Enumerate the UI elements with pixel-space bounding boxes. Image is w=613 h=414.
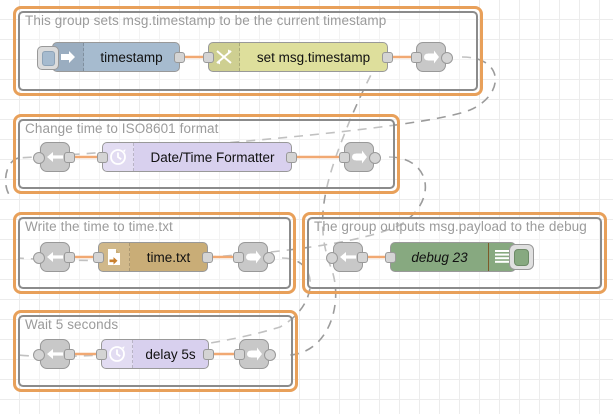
input-port[interactable] [33, 252, 45, 264]
debug-toggle-swatch [514, 248, 529, 266]
node-label: delay 5s [145, 346, 196, 362]
output-port[interactable] [357, 252, 368, 263]
output-port[interactable] [264, 349, 276, 361]
link-out-icon [246, 250, 261, 264]
node-label: timestamp [100, 49, 163, 65]
link-in-icon [47, 349, 63, 359]
group-inner-border [18, 119, 395, 189]
input-port[interactable] [234, 349, 245, 360]
link-out-icon [247, 347, 262, 361]
node-label: Date/Time Formatter [150, 149, 275, 165]
group-debug-output[interactable]: The group outputs msg.payload to the deb… [302, 212, 607, 294]
group-label: This group sets msg.timestamp to be the … [25, 13, 387, 28]
input-port[interactable] [96, 349, 107, 360]
output-port[interactable] [263, 252, 275, 264]
input-port[interactable] [385, 252, 396, 263]
inject-button-swatch [41, 50, 55, 66]
node-inject-timestamp[interactable]: timestamp [37, 42, 185, 72]
node-link-out-1[interactable] [411, 42, 453, 72]
output-port[interactable] [174, 52, 185, 63]
input-port[interactable] [93, 252, 104, 263]
output-port[interactable] [203, 349, 214, 360]
input-port[interactable] [233, 252, 244, 263]
input-port[interactable] [33, 152, 45, 164]
input-port[interactable] [326, 252, 338, 264]
group-label: Wait 5 seconds [25, 317, 119, 332]
node-link-out-3[interactable] [233, 242, 275, 272]
node-link-in-4[interactable] [326, 242, 368, 272]
input-port[interactable] [97, 152, 108, 163]
debug-stripes-icon [488, 243, 515, 271]
node-label: time.txt [146, 249, 191, 265]
node-link-in-2[interactable] [33, 142, 75, 172]
node-link-in-5[interactable] [33, 339, 75, 369]
group-label: Write the time to time.txt [25, 219, 173, 234]
inject-trigger-button[interactable] [37, 46, 59, 70]
link-in-icon [47, 252, 63, 262]
clock-icon [103, 143, 134, 171]
output-port[interactable] [369, 152, 381, 164]
output-port[interactable] [64, 252, 75, 263]
link-in-icon [47, 152, 63, 162]
input-port[interactable] [33, 349, 45, 361]
node-change-set-timestamp[interactable]: set msg.timestamp [203, 42, 393, 72]
group-label: The group outputs msg.payload to the deb… [314, 219, 587, 234]
output-port[interactable] [441, 52, 453, 64]
link-out-icon [424, 50, 439, 64]
node-label: set msg.timestamp [256, 49, 371, 65]
input-port[interactable] [203, 52, 214, 63]
node-debug[interactable]: debug 23 [385, 242, 534, 272]
group-label: Change time to ISO8601 format [25, 121, 219, 136]
input-port[interactable] [339, 152, 350, 163]
node-link-out-5[interactable] [234, 339, 276, 369]
output-port[interactable] [202, 252, 213, 263]
file-write-icon [99, 243, 130, 271]
link-out-icon [352, 150, 367, 164]
output-port[interactable] [382, 52, 393, 63]
node-link-in-3[interactable] [33, 242, 75, 272]
output-port[interactable] [64, 349, 75, 360]
input-port[interactable] [411, 52, 422, 63]
node-datetime-formatter[interactable]: Date/Time Formatter [97, 142, 297, 172]
node-file-write[interactable]: time.txt [93, 242, 213, 272]
node-delay[interactable]: delay 5s [96, 339, 214, 369]
clock-icon [102, 340, 133, 368]
node-label: debug 23 [411, 249, 468, 265]
virtual-link-4 [289, 57, 381, 356]
node-link-out-2[interactable] [339, 142, 381, 172]
link-in-icon [340, 252, 356, 262]
change-swap-icon [209, 43, 240, 71]
output-port[interactable] [286, 152, 297, 163]
debug-enable-toggle[interactable] [509, 244, 534, 270]
group-iso8601[interactable]: Change time to ISO8601 format [13, 114, 400, 194]
output-port[interactable] [64, 152, 75, 163]
